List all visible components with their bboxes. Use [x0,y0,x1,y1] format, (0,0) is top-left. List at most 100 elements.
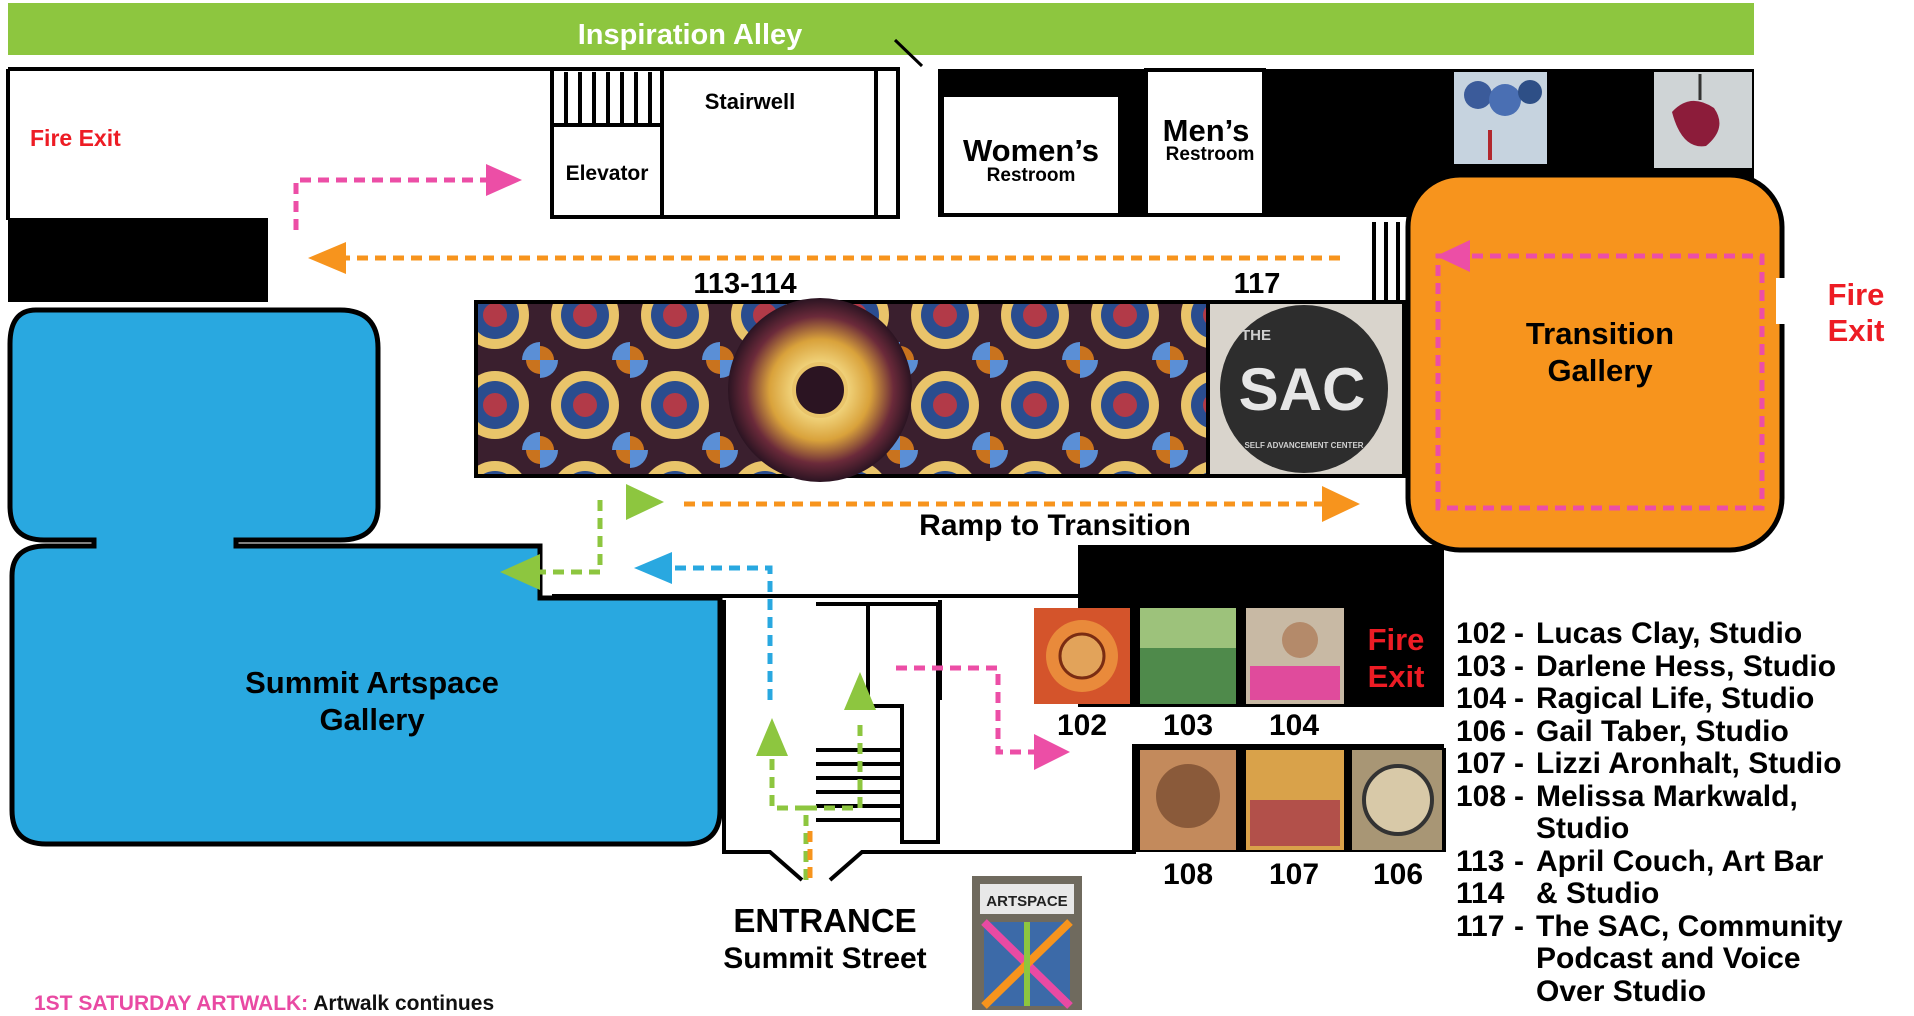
arrow-head-blue [634,552,672,584]
legend-dash: - [1514,682,1524,715]
legend-description: April Couch, Art Bar [1536,844,1824,878]
legend-dash: - [1514,617,1524,650]
legend-room-number: 108 [1456,779,1507,813]
room-104-label: 104 [1269,709,1319,742]
legend-room-number: 113 [1456,844,1505,878]
womens-restroom-sublabel: Restroom [987,165,1076,186]
fire-exit-left-label: Fire Exit [30,125,121,151]
art-detail [1282,622,1318,658]
legend-room-number: 104 [1456,682,1507,715]
summit-artspace-gallery [7,307,723,847]
stairs-117 [1372,222,1400,302]
sac-logo [1220,305,1388,473]
legend-room-number: 107 [1456,747,1507,780]
art-detail [1488,130,1492,160]
route-blue [672,565,773,700]
arrow-head-orange-top [308,242,346,274]
legend-dash: - [1514,844,1524,878]
legend-item: 117-The SAC, Community Podcast and Voice… [1456,909,1906,1009]
legend-description: Lizzi Aronhalt, Studio [1536,747,1842,780]
stairwell-label: Stairwell [705,89,795,114]
legend-item: 106- Gail Taber, Studio [1456,714,1906,749]
inspiration-alley [8,3,1754,55]
legend-room-number: 106 [1456,714,1507,748]
art-detail [1518,80,1542,104]
legend-dash: - [1514,747,1524,780]
artspace-sign-label: ARTSPACE [986,893,1067,910]
room-103-label: 103 [1163,709,1213,742]
wall-block [874,67,900,219]
fire-exit-mid-label-line1: Fire [1368,622,1425,657]
womens-restroom-label: Women’s [963,133,1099,168]
legend-dash: - [1514,909,1524,943]
room-108-label: 108 [1163,858,1213,891]
fire-exit-right-label-line2: Exit [1828,313,1885,348]
stair-lines [564,72,652,123]
legend-item: 107-Lizzi Aronhalt, Studio [1456,747,1906,781]
legend-description: Ragical Life, Studio [1536,682,1815,715]
room-106-label: 106 [1373,858,1423,891]
footer-highlight: 1ST SATURDAY ARTWALK: [34,992,309,1015]
fire-exit-right-label-line1: Fire [1828,277,1885,312]
room-107-label: 107 [1269,858,1319,891]
arrow-head-green-up-right [844,672,876,710]
art-detail [1156,764,1220,828]
entrance-label-line2: Summit Street [723,942,926,975]
art-detail [1489,84,1521,116]
art-detail [980,884,1074,914]
sac-logo-the: THE [1241,327,1271,344]
mens-restroom [1144,68,1266,217]
ramp-label: Ramp to Transition [919,509,1191,542]
transition-gallery-label-line1: Transition [1526,316,1674,351]
art-detail [1464,81,1492,109]
legend-description: The SAC, Community Podcast and Voice Ove… [1536,909,1843,1008]
arrow-head-orange-ramp [1322,486,1360,522]
summit-gallery-label-line2: Gallery [319,702,425,737]
art-detail [1058,632,1106,680]
sac-logo-sub: SELF ADVANCEMENT CENTER [1244,441,1363,450]
room-113-114-label: 113-114 [693,268,796,300]
wall-block [8,218,268,302]
art-detail [1362,764,1434,836]
legend-item: 103-Darlene Hess, Studio [1456,649,1906,684]
mens-restroom-sublabel: Restroom [1166,144,1255,165]
legend-dash [1514,878,1536,911]
womens-restroom [940,93,1122,217]
arrow-head-green-left [500,554,540,590]
art-detail [1250,666,1340,700]
footer-note: 1ST SATURDAY ARTWALK: Artwalk continues [34,992,494,1016]
legend-description: Gail Taber, Studio [1536,714,1789,748]
transition-gallery-label-line2: Gallery [1547,353,1653,388]
art-detail [1250,800,1340,846]
transition-gallery [1405,172,1785,553]
room-117-label: 117 [1234,268,1281,300]
footer-text: Artwalk continues [313,992,495,1015]
transition-gallery-door [1776,278,1790,324]
room-102-label: 102 [1057,709,1107,742]
legend-dash: - [1514,714,1524,748]
arrow-head-pink-top [486,164,522,196]
mosaic-center [792,362,848,418]
legend-item: 114 & Studio [1456,877,1906,911]
elevator-room [550,123,664,219]
legend-room-number: 102 [1456,617,1507,650]
arrow-head-green-right [626,484,664,520]
legend-description: Lucas Clay, Studio [1536,617,1803,650]
wall [893,38,924,68]
stairwell-room [660,67,878,219]
arrow-head-pink-transition [1436,240,1470,272]
summit-gallery-label-line1: Summit Artspace [245,665,499,700]
elevator-label: Elevator [566,162,649,185]
arrow-head-green-up-left [756,718,788,756]
legend-description: & Studio [1536,877,1660,910]
legend-item: 104-Ragical Life, Studio [1456,682,1906,716]
route-pink-top [293,177,486,230]
route-green-left [540,500,603,575]
mens-restroom-label: Men’s [1163,113,1250,148]
legend-description: Darlene Hess, Studio [1536,649,1837,683]
legend-item: 113-April Couch, Art Bar [1456,844,1906,879]
legend-room-number: 114 [1456,877,1505,910]
route-pink-studio [896,665,1034,755]
